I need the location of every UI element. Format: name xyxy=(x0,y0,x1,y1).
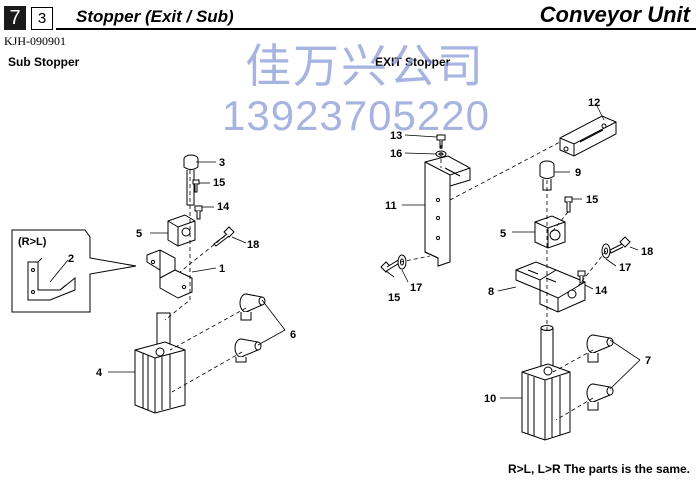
callout-7: 7 xyxy=(645,355,651,367)
inset-rl: (R>L) xyxy=(11,229,137,313)
block-5-exit xyxy=(534,215,566,249)
document-id: KJH-090901 xyxy=(4,34,66,48)
fitting-6-lower xyxy=(234,338,262,363)
callout-15-exit-left: 15 xyxy=(388,292,400,304)
callout-18: 18 xyxy=(247,239,259,251)
exit-stopper-label: EXIT Stopper xyxy=(375,55,451,69)
plate-11 xyxy=(424,155,471,267)
callout-15: 15 xyxy=(213,177,225,189)
callout-8: 8 xyxy=(488,286,494,298)
fitting-7-lower xyxy=(586,383,614,411)
callout-15-exit-right: 15 xyxy=(586,194,598,206)
inset-label: (R>L) xyxy=(18,236,47,248)
page-title: Stopper (Exit / Sub) xyxy=(76,7,234,26)
callout-13: 13 xyxy=(390,130,402,142)
watermark-company: 佳万兴公司 xyxy=(245,40,485,92)
header-rule xyxy=(56,28,696,30)
rod-top-9 xyxy=(539,160,555,191)
callout-12: 12 xyxy=(588,97,600,109)
footer-note: R>L, L>R The parts is the same. xyxy=(507,462,690,476)
callout-14: 14 xyxy=(217,201,230,213)
callout-17-exit-right: 17 xyxy=(619,262,631,274)
section-number: 3 xyxy=(31,7,53,30)
screw-15-sub xyxy=(192,179,200,193)
screw-15-exit-left xyxy=(380,258,402,273)
callout-5-exit: 5 xyxy=(500,228,506,240)
callout-4: 4 xyxy=(96,367,103,379)
unit-title: Conveyor Unit xyxy=(539,2,690,27)
callout-3: 3 xyxy=(219,157,225,169)
rod-top-3 xyxy=(183,154,199,206)
callout-11: 11 xyxy=(385,200,397,212)
callout-5: 5 xyxy=(136,228,142,240)
bracket-1 xyxy=(146,249,193,299)
screw-18-exit xyxy=(609,236,631,254)
fitting-7-upper xyxy=(586,334,614,363)
bracket-8 xyxy=(515,261,586,313)
callout-9: 9 xyxy=(575,167,581,179)
sub-stopper-label: Sub Stopper xyxy=(8,55,80,69)
callout-1: 1 xyxy=(219,263,225,275)
callout-6: 6 xyxy=(290,329,296,341)
screw-18-sub xyxy=(213,226,235,247)
leader-lines xyxy=(49,103,641,399)
fitting-6-upper xyxy=(239,293,266,321)
callout-14-exit: 14 xyxy=(595,285,608,297)
callout-17-exit-left: 17 xyxy=(410,282,422,294)
block-5-sub xyxy=(167,214,196,247)
screw-15-exit-right xyxy=(564,196,573,213)
callout-18-exit: 18 xyxy=(641,246,653,258)
watermark-phone: 13923705220 xyxy=(222,92,490,139)
bracket-12 xyxy=(559,115,617,157)
cylinder-10 xyxy=(521,325,571,441)
assembly-lines xyxy=(164,141,607,421)
chapter-number: 7 xyxy=(4,6,26,30)
screw-14-sub xyxy=(194,205,203,220)
screw-13 xyxy=(436,134,446,149)
washer-17-exit-left xyxy=(397,254,407,270)
callout-2: 2 xyxy=(68,253,74,265)
cylinder-4 xyxy=(134,312,186,414)
callout-10: 10 xyxy=(484,393,496,405)
callout-16: 16 xyxy=(390,148,402,160)
